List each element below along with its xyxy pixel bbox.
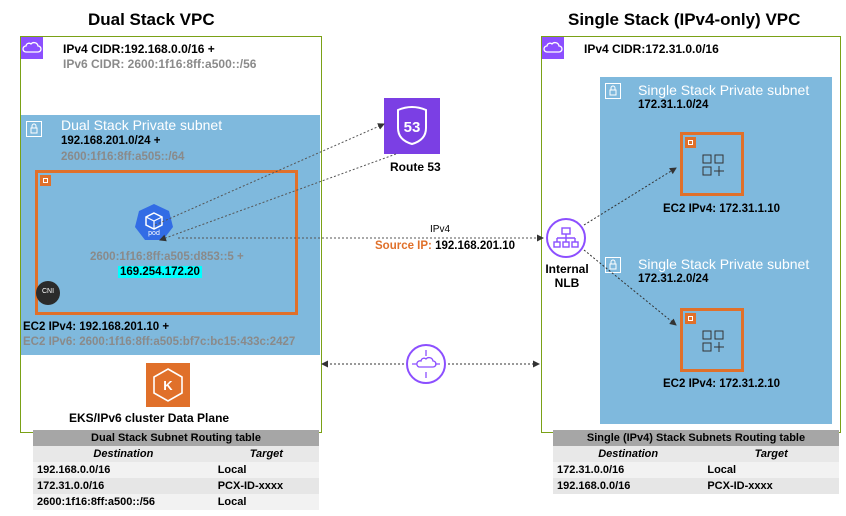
source-ip-key: Source IP: bbox=[375, 240, 432, 252]
eks-icon: K bbox=[146, 363, 190, 407]
right-table-header-target: Target bbox=[703, 446, 839, 462]
table-cell: PCX-ID-xxxx bbox=[703, 478, 839, 494]
table-row: 2600:1f16:8ff:a500::/56 Local bbox=[33, 494, 319, 510]
left-table-header-destination: Destination bbox=[33, 446, 214, 462]
route53-number: 53 bbox=[404, 119, 421, 136]
table-cell: PCX-ID-xxxx bbox=[213, 478, 319, 494]
pod-icon[interactable]: pod bbox=[134, 203, 174, 243]
nlb-label: Internal NLB bbox=[541, 262, 593, 290]
single-subnet-2-cidr: 172.31.2.0/24 bbox=[638, 273, 709, 285]
right-table-caption: Single (IPv4) Stack Subnets Routing tabl… bbox=[553, 430, 839, 446]
single-subnet-2-title: Single Stack Private subnet bbox=[638, 256, 810, 272]
source-ip-value: 192.168.201.10 bbox=[435, 240, 516, 252]
right-vpc-title: Single Stack (IPv4-only) VPC bbox=[568, 10, 801, 29]
single-subnet-1-title: Single Stack Private subnet bbox=[638, 82, 810, 98]
right-table-header-destination: Destination bbox=[553, 446, 704, 462]
single-subnet-2: Single Stack Private subnet 172.31.2.0/2… bbox=[600, 251, 832, 424]
dual-subnet-ipv6: 2600:1f16:8ff:a505::/64 bbox=[61, 151, 185, 163]
vpc-peering-icon[interactable] bbox=[406, 344, 446, 384]
ec2-ipv6: EC2 IPv6: 2600:1f16:8ff:a505:bf7c:bc15:4… bbox=[23, 336, 296, 348]
single-subnet-1-ec2: EC2 IPv4: 172.31.1.10 bbox=[663, 203, 780, 215]
table-cell: Local bbox=[703, 462, 839, 478]
left-ipv4-cidr: IPv4 CIDR:192.168.0.0/16 + bbox=[63, 42, 215, 56]
table-row: 172.31.0.0/16 PCX-ID-xxxx bbox=[33, 478, 319, 494]
nlb-icon[interactable] bbox=[546, 218, 586, 258]
eks-label: EKS/IPv6 cluster Data Plane bbox=[69, 411, 230, 425]
table-cell: 192.168.0.0/16 bbox=[33, 462, 214, 478]
left-table-header-target: Target bbox=[213, 446, 319, 462]
single-stack-vpc: IPv4 CIDR:172.31.0.0/16 Single Stack Pri… bbox=[541, 36, 841, 433]
traffic-source: Source IP: 192.168.201.10 bbox=[375, 240, 515, 252]
ec2-chip-icon-2 bbox=[685, 313, 696, 324]
right-routing-table: Single (IPv4) Stack Subnets Routing tabl… bbox=[553, 430, 839, 494]
ec2-ipv4: EC2 IPv4: 192.168.201.10 + bbox=[23, 321, 170, 333]
right-ipv4-cidr: IPv4 CIDR:172.31.0.0/16 bbox=[584, 42, 719, 56]
dual-stack-vpc: IPv4 CIDR:192.168.0.0/16 + IPv6 CIDR: 26… bbox=[20, 36, 322, 433]
nlb-label-line2: NLB bbox=[554, 276, 580, 290]
left-ipv6-cidr: IPv6 CIDR: 2600:1f16:8ff:a500::/56 bbox=[63, 57, 257, 71]
ec2-box-2[interactable] bbox=[680, 308, 744, 372]
ec2-instance-icon-1 bbox=[702, 154, 724, 176]
route53-to-pod-line bbox=[159, 153, 397, 242]
lock-icon-2 bbox=[605, 257, 621, 273]
ec2-instance-box: pod 2600:1f16:8ff:a505:d853::5 + 169.254… bbox=[35, 170, 298, 315]
table-row: 192.168.0.0/16 Local bbox=[33, 462, 319, 478]
pod-to-route53-line bbox=[154, 123, 385, 226]
dual-subnet-ipv4: 192.168.201.0/24 + bbox=[61, 135, 161, 147]
nlb-label-line1: Internal bbox=[545, 262, 589, 276]
table-cell: Local bbox=[213, 462, 319, 478]
cni-icon: CNI bbox=[36, 281, 60, 305]
pod-ipv4: 169.254.172.20 bbox=[118, 266, 202, 278]
cni-label: CNI bbox=[41, 288, 55, 295]
left-table-caption: Dual Stack Subnet Routing table bbox=[33, 430, 319, 446]
table-cell: Local bbox=[213, 494, 319, 510]
table-cell: 172.31.0.0/16 bbox=[33, 478, 214, 494]
ec2-instance-icon-2 bbox=[702, 330, 724, 352]
pod-label: pod bbox=[148, 230, 160, 237]
dual-stack-subnet: Dual Stack Private subnet 192.168.201.0/… bbox=[21, 115, 320, 355]
route53-icon[interactable]: 53 bbox=[384, 98, 440, 154]
single-subnet-1-cidr: 172.31.1.0/24 bbox=[638, 99, 709, 111]
table-cell: 2600:1f16:8ff:a500::/56 bbox=[33, 494, 214, 510]
pod-ipv6: 2600:1f16:8ff:a505:d853::5 + bbox=[90, 251, 244, 263]
traffic-protocol: IPv4 bbox=[430, 224, 451, 235]
single-subnet-2-ec2: EC2 IPv4: 172.31.2.10 bbox=[663, 378, 780, 390]
ec2-chip-icon-1 bbox=[685, 137, 696, 148]
vpc-cloud-icon-right bbox=[542, 37, 564, 59]
vpc-cloud-icon bbox=[21, 37, 43, 59]
left-vpc-title: Dual Stack VPC bbox=[88, 10, 215, 29]
ec2-box-1[interactable] bbox=[680, 132, 744, 196]
nlb-to-ec2-1-line bbox=[583, 167, 677, 226]
dual-subnet-title: Dual Stack Private subnet bbox=[61, 117, 223, 133]
route53-label: Route 53 bbox=[390, 160, 441, 174]
table-row: 192.168.0.0/16 PCX-ID-xxxx bbox=[553, 478, 839, 494]
nlb-to-ec2-2-line bbox=[583, 249, 677, 326]
eks-letter: K bbox=[163, 378, 173, 393]
lock-icon-1 bbox=[605, 83, 621, 99]
single-subnet-1: Single Stack Private subnet 172.31.1.0/2… bbox=[600, 77, 832, 260]
table-cell: 172.31.0.0/16 bbox=[553, 462, 704, 478]
left-routing-table: Dual Stack Subnet Routing table Destinat… bbox=[33, 430, 319, 510]
lock-icon bbox=[26, 121, 42, 137]
ec2-chip-icon bbox=[40, 175, 51, 186]
table-row: 172.31.0.0/16 Local bbox=[553, 462, 839, 478]
table-cell: 192.168.0.0/16 bbox=[553, 478, 704, 494]
